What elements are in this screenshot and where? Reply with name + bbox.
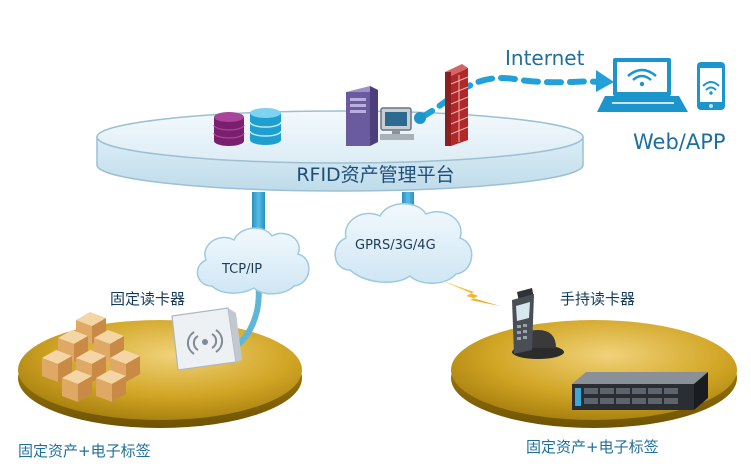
tcp-cloud-icon [196,227,310,295]
internet-link [417,75,601,121]
web-app-label: Web/APP [633,130,726,154]
platform-top [96,110,584,164]
left-assets-label: 固定资产+电子标签 [18,442,151,460]
tcp-ip-label: TCP/IP [222,262,263,277]
fixed-reader-label: 固定读卡器 [110,290,186,308]
internet-arrowhead [596,70,614,92]
database-purple-icon [213,112,245,146]
platform-title: RFID资产管理平台 [296,164,455,186]
gprs-label: GPRS/3G/4G [355,238,436,253]
laptop-wifi-icon [597,58,688,112]
rack-server-icon [572,372,708,410]
monitor-icon [380,107,414,140]
server-tower-icon [346,86,378,146]
handheld-reader-label: 手持读卡器 [560,290,636,308]
handheld-reader-icon [512,288,564,359]
link-endpoint-dot [414,112,426,124]
firewall-icon [445,64,469,146]
lightning-link-icon [440,280,500,306]
gprs-cloud-icon [334,203,473,284]
cardboard-boxes-icon [42,312,140,402]
database-teal-icon [249,108,282,145]
internet-label: Internet [505,46,585,70]
phone-wifi-icon [697,62,725,110]
rfid-fixed-reader-icon [171,307,242,371]
right-assets-label: 固定资产+电子标签 [526,438,659,456]
